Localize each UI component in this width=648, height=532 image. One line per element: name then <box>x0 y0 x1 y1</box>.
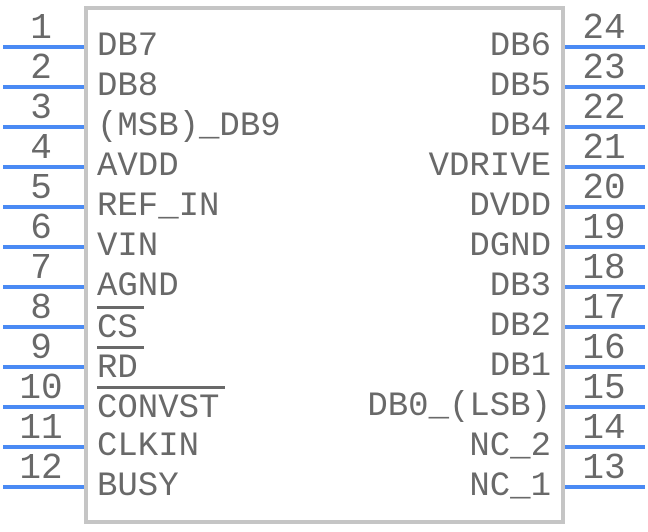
pin-label-text-overbar: CONVST <box>97 386 226 428</box>
pin-number: 8 <box>30 288 52 329</box>
pin-label: VIN <box>97 227 158 267</box>
pin-line <box>565 45 645 49</box>
pin-line <box>565 85 645 89</box>
pin-line <box>3 45 84 49</box>
pin-label: VDRIVE <box>429 147 551 187</box>
pin-label-text-overbar: CS <box>97 306 144 348</box>
pin-label: DB7 <box>97 27 158 67</box>
pin-label-text: CLKIN <box>97 428 200 466</box>
pin-number: 14 <box>582 408 626 449</box>
pin-label: (MSB)_DB9 <box>97 107 281 147</box>
pin-label-text: (MSB)_DB9 <box>97 108 281 146</box>
pin-line <box>565 365 645 369</box>
pin-number: 23 <box>582 48 626 89</box>
pin-label: DGND <box>469 227 551 267</box>
pin-number: 5 <box>30 168 52 209</box>
pin-label: DVDD <box>469 187 551 227</box>
pin-line <box>565 245 645 249</box>
pin-line <box>565 445 645 449</box>
pin-label-text: DGND <box>469 228 551 266</box>
pin-label-text: BUSY <box>97 468 179 506</box>
pin-number: 15 <box>582 368 626 409</box>
pin-number: 17 <box>582 288 626 329</box>
pin-line <box>3 85 84 89</box>
pin-label: REF_IN <box>97 187 219 227</box>
pin-number: 13 <box>582 448 626 489</box>
pin-label: DB4 <box>490 107 551 147</box>
pin-number: 12 <box>19 448 63 489</box>
pin-number: 16 <box>582 328 626 369</box>
pin-line <box>565 325 645 329</box>
pin-label: DB8 <box>97 67 158 107</box>
pin-label: CS <box>97 306 144 348</box>
pin-number: 6 <box>30 208 52 249</box>
pin-line <box>3 165 84 169</box>
pin-line <box>3 405 84 409</box>
pin-number: 21 <box>582 128 626 169</box>
pin-line <box>3 485 84 489</box>
pin-line <box>565 205 645 209</box>
pin-label: DB5 <box>490 67 551 107</box>
pin-line <box>3 325 84 329</box>
pin-label-text: NC_1 <box>469 468 551 506</box>
pin-line <box>3 445 84 449</box>
pin-number: 3 <box>30 88 52 129</box>
pin-number: 2 <box>30 48 52 89</box>
pin-label-text: DB8 <box>97 68 159 106</box>
pin-number: 20 <box>582 168 626 209</box>
pin-label-text: DB2 <box>489 308 551 346</box>
pin-line <box>3 245 84 249</box>
pin-line <box>3 125 84 129</box>
pin-label-text: AVDD <box>97 148 179 186</box>
pin-label-text: AGND <box>97 268 179 306</box>
pin-line <box>565 485 645 489</box>
pin-label-text: DB5 <box>489 68 551 106</box>
pin-label: DB6 <box>490 27 551 67</box>
pin-label: DB2 <box>490 307 551 347</box>
pin-number: 10 <box>19 368 63 409</box>
pin-label-text: DB1 <box>489 348 551 386</box>
pin-label-text: DB6 <box>489 28 551 66</box>
pin-line <box>565 285 645 289</box>
pin-number: 19 <box>582 208 626 249</box>
pin-line <box>565 165 645 169</box>
pin-label: AVDD <box>97 147 179 187</box>
pin-label: DB3 <box>490 267 551 307</box>
pin-label-text: VDRIVE <box>428 148 551 186</box>
ic-body <box>84 6 565 524</box>
pin-line <box>3 285 84 289</box>
pin-number: 1 <box>30 8 52 49</box>
pin-label: NC_1 <box>469 467 551 507</box>
pin-label-text: DB3 <box>489 268 551 306</box>
pin-number: 22 <box>582 88 626 129</box>
pin-label-text: DB7 <box>97 28 159 66</box>
pin-number: 9 <box>30 328 52 369</box>
pin-label: AGND <box>97 267 179 307</box>
pin-label: DB1 <box>490 347 551 387</box>
pin-line <box>565 405 645 409</box>
pin-label: CONVST <box>97 386 226 428</box>
pin-label-text: DB4 <box>489 108 551 146</box>
pin-label: CLKIN <box>97 427 199 467</box>
pin-label: RD <box>97 346 144 388</box>
pin-number: 24 <box>582 8 626 49</box>
pin-number: 11 <box>19 408 63 449</box>
pin-label: NC_2 <box>469 427 551 467</box>
pin-number: 7 <box>30 248 52 289</box>
pin-label: BUSY <box>97 467 179 507</box>
pin-number: 4 <box>30 128 52 169</box>
pin-line <box>3 365 84 369</box>
pin-label-text-overbar: RD <box>97 346 144 388</box>
pin-label-text: DVDD <box>469 188 551 226</box>
pin-label-text: VIN <box>97 228 159 266</box>
pin-line <box>3 205 84 209</box>
pin-line <box>565 125 645 129</box>
pin-label: DB0_(LSB) <box>367 387 551 427</box>
pin-number: 18 <box>582 248 626 289</box>
pin-label-text: NC_2 <box>469 428 551 466</box>
pin-label-text: DB0_(LSB) <box>367 388 551 426</box>
pin-label-text: REF_IN <box>97 188 220 226</box>
